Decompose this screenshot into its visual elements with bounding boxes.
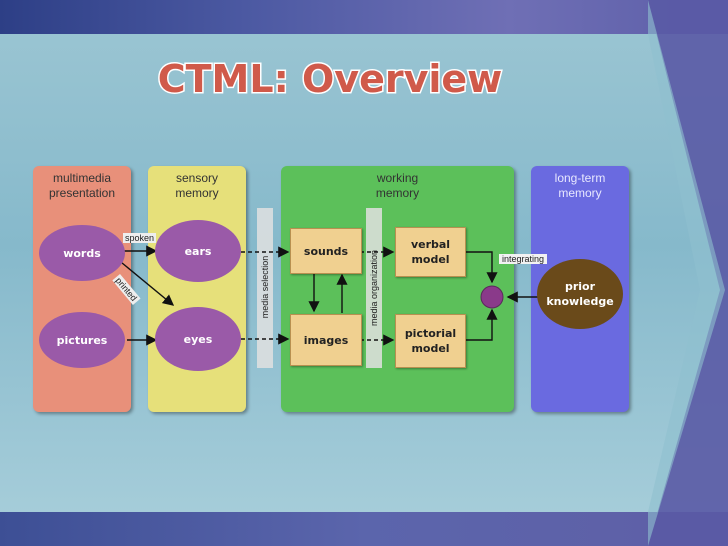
media-organization-strip (366, 208, 382, 368)
multimedia-presentation-panel: multimedia presentation (33, 166, 131, 412)
title-text: CTML: Overview (158, 57, 503, 101)
words-node: words (39, 225, 125, 281)
verbal-model-box: verbal model (395, 227, 466, 277)
media-selection-strip (257, 208, 273, 368)
slide-title: CTML: Overview (156, 56, 504, 103)
sensory-memory-heading: sensory memory (175, 171, 219, 200)
media-organization-label: media organization (369, 249, 379, 327)
spoken-label: spoken (123, 233, 157, 243)
multimedia-presentation-heading: multimedia presentation (48, 171, 116, 200)
eyes-node: eyes (155, 307, 241, 371)
ears-node: ears (155, 220, 241, 282)
prior-knowledge-node: prior knowledge (537, 259, 623, 329)
bottom-banner (0, 512, 728, 546)
pictures-node: pictures (39, 312, 125, 368)
sounds-box: sounds (290, 228, 362, 274)
integrating-label: integrating (499, 254, 548, 264)
media-selection-label: media selection (260, 255, 270, 319)
pictorial-model-label: pictorial model (404, 327, 457, 355)
working-memory-panel: working memory (281, 166, 514, 412)
pictorial-model-box: pictorial model (395, 314, 466, 368)
top-banner (0, 0, 728, 34)
images-box: images (290, 314, 362, 366)
long-term-memory-heading: long-term memory (554, 171, 606, 200)
prior-knowledge-label: prior knowledge (546, 280, 614, 308)
working-memory-heading: working memory (375, 171, 420, 200)
verbal-model-label: verbal model (410, 238, 451, 266)
sensory-memory-panel: sensory memory (148, 166, 246, 412)
